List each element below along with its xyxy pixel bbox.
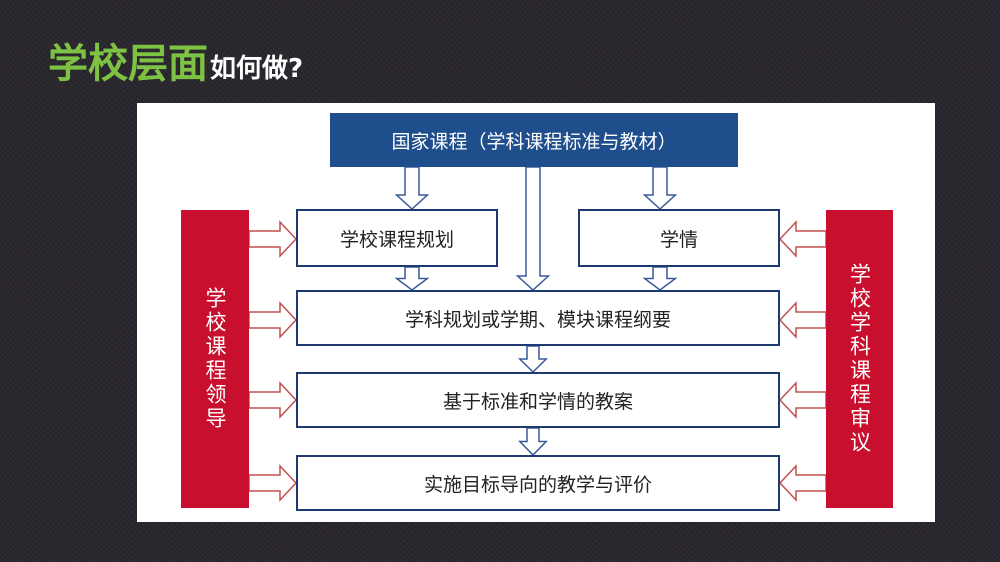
- right-arrow-icon: [248, 301, 298, 339]
- down-arrow-icon: [517, 345, 549, 374]
- down-arrow-icon: [515, 166, 551, 292]
- title-sub: 如何做?: [210, 54, 304, 84]
- left-arrow-icon: [778, 220, 827, 258]
- right-arrow-icon: [248, 381, 298, 419]
- down-arrow-icon: [394, 166, 430, 211]
- slide-title: 学校层面 如何做?: [48, 40, 303, 88]
- national-curriculum-box: 国家课程（学科课程标准与教材）: [330, 113, 738, 167]
- left-arrow-icon: [778, 464, 827, 502]
- title-main: 学校层面: [48, 41, 208, 87]
- lesson-plan-box: 基于标准和学情的教案: [296, 372, 780, 428]
- right-arrow-icon: [248, 464, 298, 502]
- course-outline-box: 学科规划或学期、模块课程纲要: [296, 290, 780, 346]
- right-arrow-icon: [248, 220, 298, 258]
- subject-curriculum-review-bar: 学校学科课程审议: [826, 210, 893, 508]
- left-arrow-icon: [778, 301, 827, 339]
- student-situation-box: 学情: [578, 209, 780, 267]
- down-arrow-icon: [518, 427, 548, 457]
- school-curriculum-leadership-bar: 学校课程领导: [181, 210, 249, 508]
- left-arrow-icon: [778, 381, 827, 419]
- down-arrow-icon: [642, 266, 678, 291]
- down-arrow-icon: [394, 266, 430, 291]
- school-curriculum-planning-box: 学校课程规划: [296, 209, 498, 267]
- teaching-evaluation-box: 实施目标导向的教学与评价: [296, 455, 780, 511]
- down-arrow-icon: [642, 166, 678, 211]
